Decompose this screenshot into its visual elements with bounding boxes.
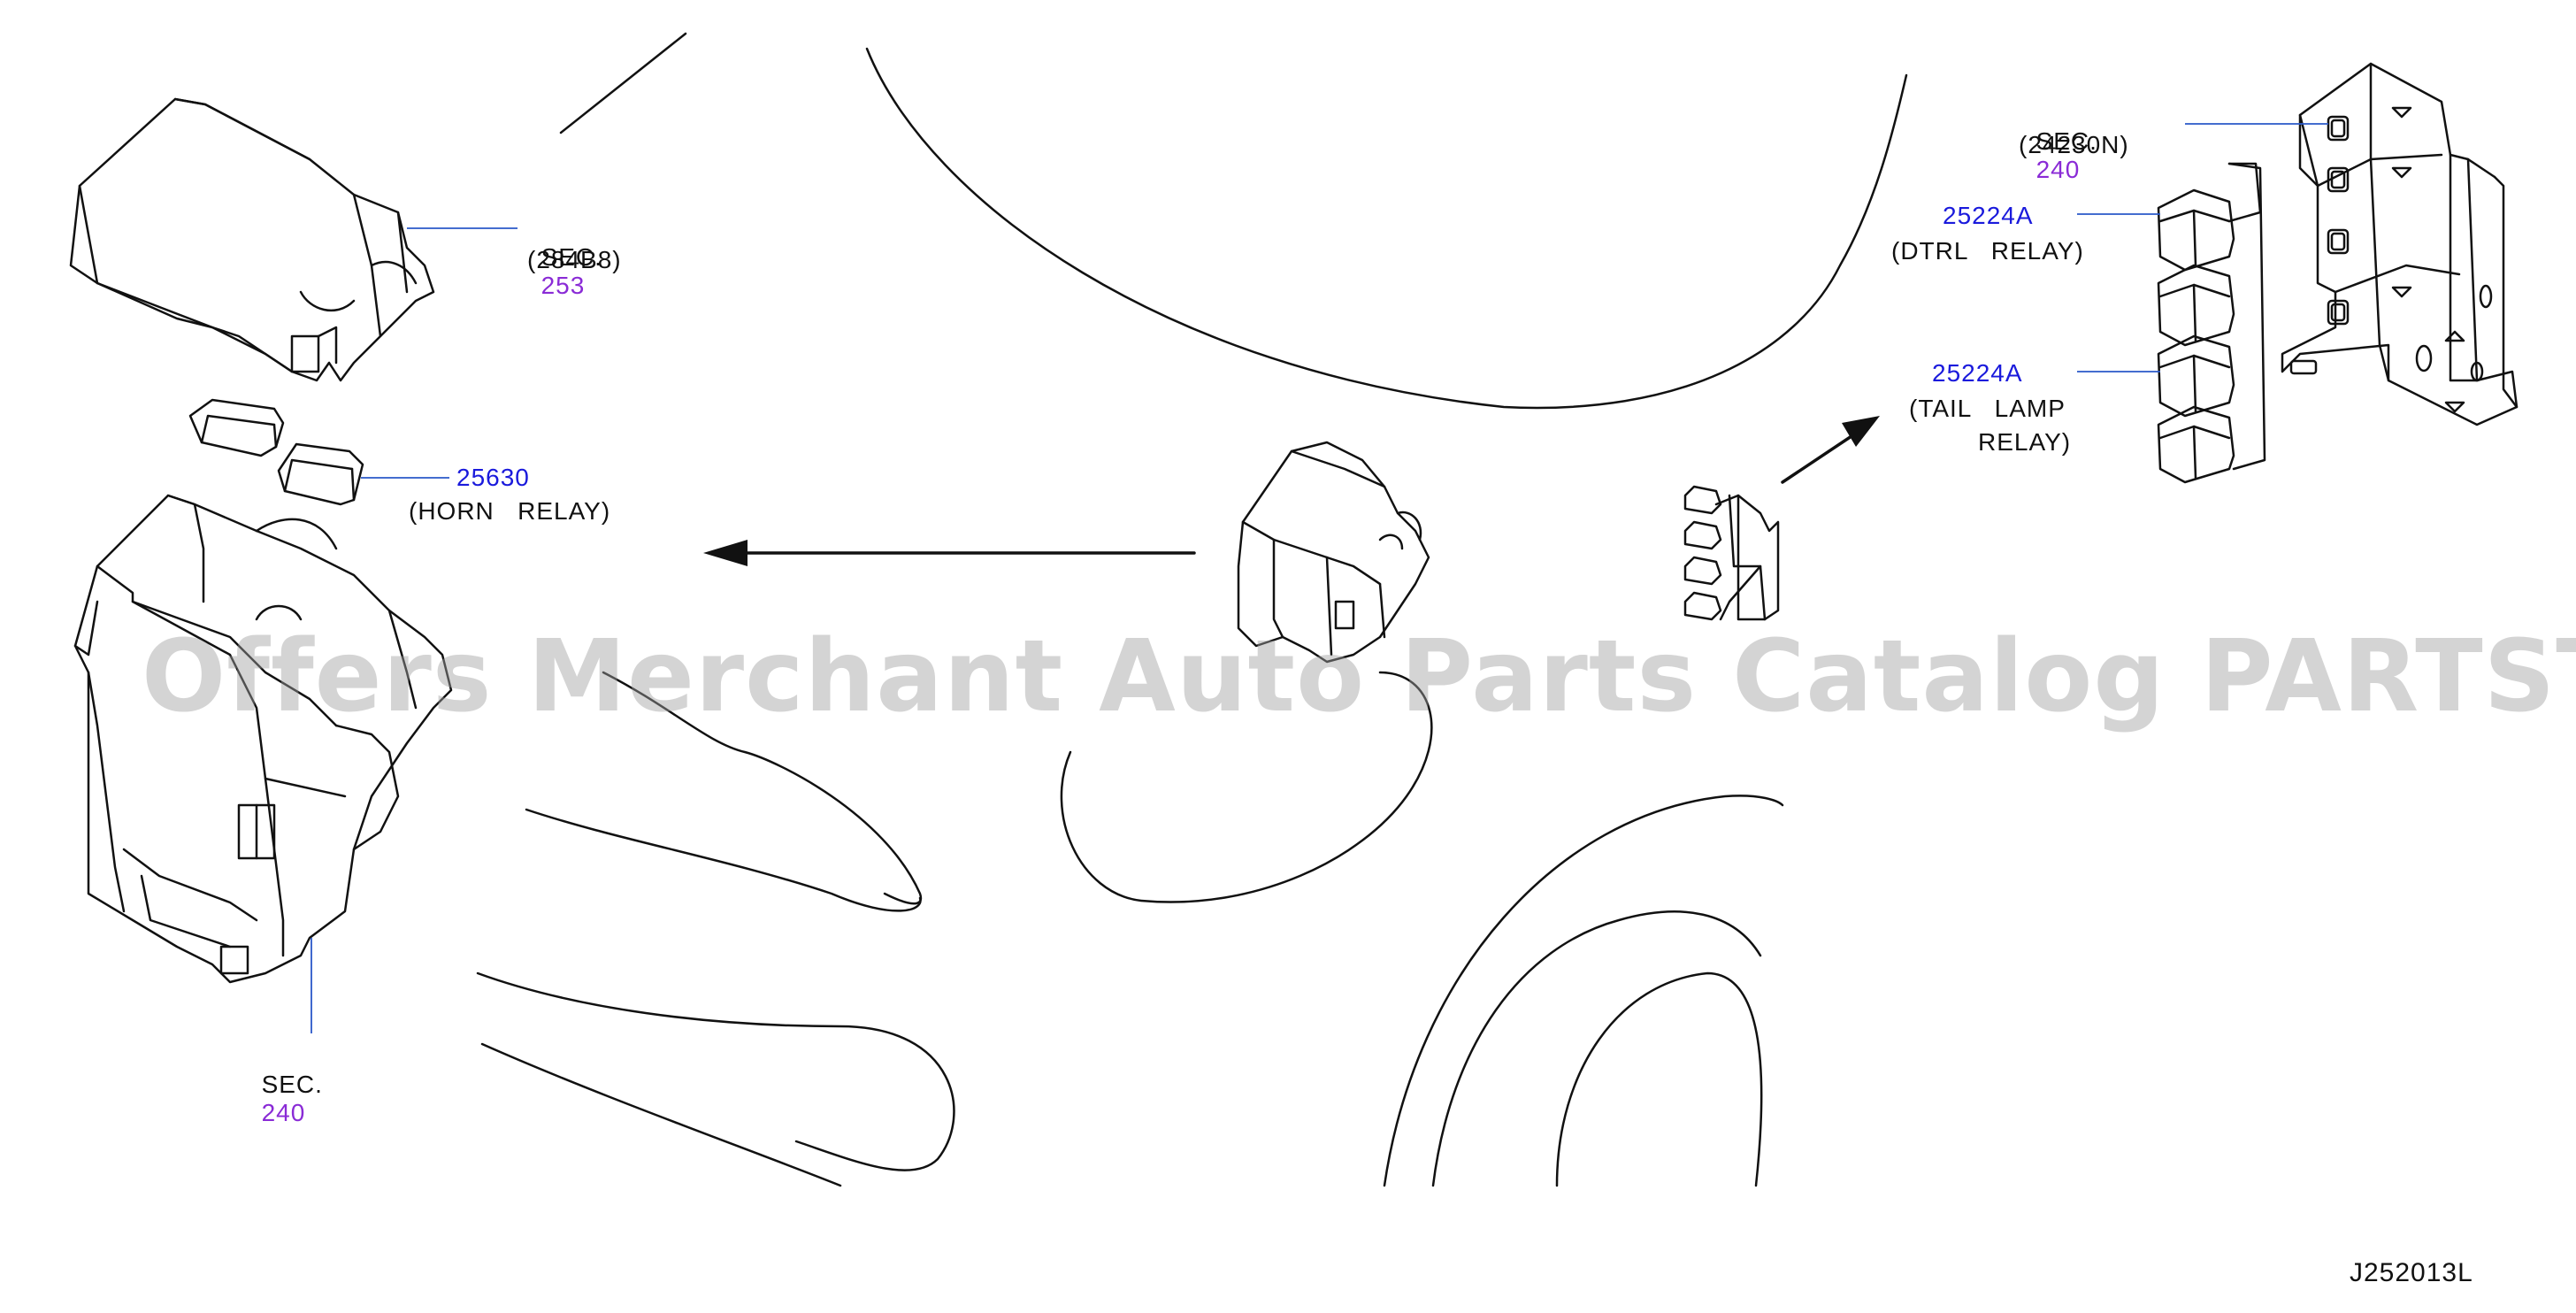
vehicle-body-outline	[476, 32, 1908, 1187]
sec-prefix: SEC.	[261, 1071, 323, 1098]
sec-prefix: SEC.	[540, 243, 602, 271]
callout-sec-240-left: SEC. 240	[246, 1042, 323, 1127]
tail-lamp-relay-description-line2: RELAY)	[1978, 428, 2072, 456]
horn-relay-part-number[interactable]: 25630	[456, 464, 530, 491]
dtrl-relay-description: (DTRL RELAY)	[1891, 237, 2084, 265]
part-24230n: (24230N)	[2019, 131, 2129, 158]
diagram-code: J252013L	[2350, 1258, 2473, 1287]
relay-bracket-small	[1683, 485, 1780, 621]
tail-lamp-relay-description-line1: (TAIL LAMP	[1909, 395, 2066, 422]
tail-lamp-relay-part-number[interactable]: 25224A	[1932, 359, 2023, 387]
sec-prefix: SEC.	[2036, 127, 2097, 155]
pointer-arrows	[703, 416, 1880, 566]
fuse-box-base	[73, 494, 453, 984]
dtrl-relay-part-number[interactable]: 25224A	[1943, 202, 2034, 229]
horn-relay-description: (HORN RELAY)	[409, 497, 611, 525]
part-284b8: (284B8)	[527, 246, 622, 273]
watermark-text: Offers Merchant Auto Parts Catalog PARTS…	[142, 619, 2576, 734]
section-253-link[interactable]: 253	[540, 272, 586, 299]
center-fuse-box	[1237, 441, 1430, 664]
small-relays	[188, 398, 364, 506]
callout-sec-240-right: SEC. 240	[2020, 99, 2097, 184]
section-240-link-right[interactable]: 240	[2036, 156, 2081, 183]
relay-bracket-large	[2157, 62, 2518, 484]
callout-sec-253: SEC. 253	[525, 215, 602, 300]
leader-lines	[310, 123, 2328, 1033]
section-240-link-left[interactable]: 240	[261, 1099, 306, 1126]
fuse-box-cover	[69, 97, 435, 382]
